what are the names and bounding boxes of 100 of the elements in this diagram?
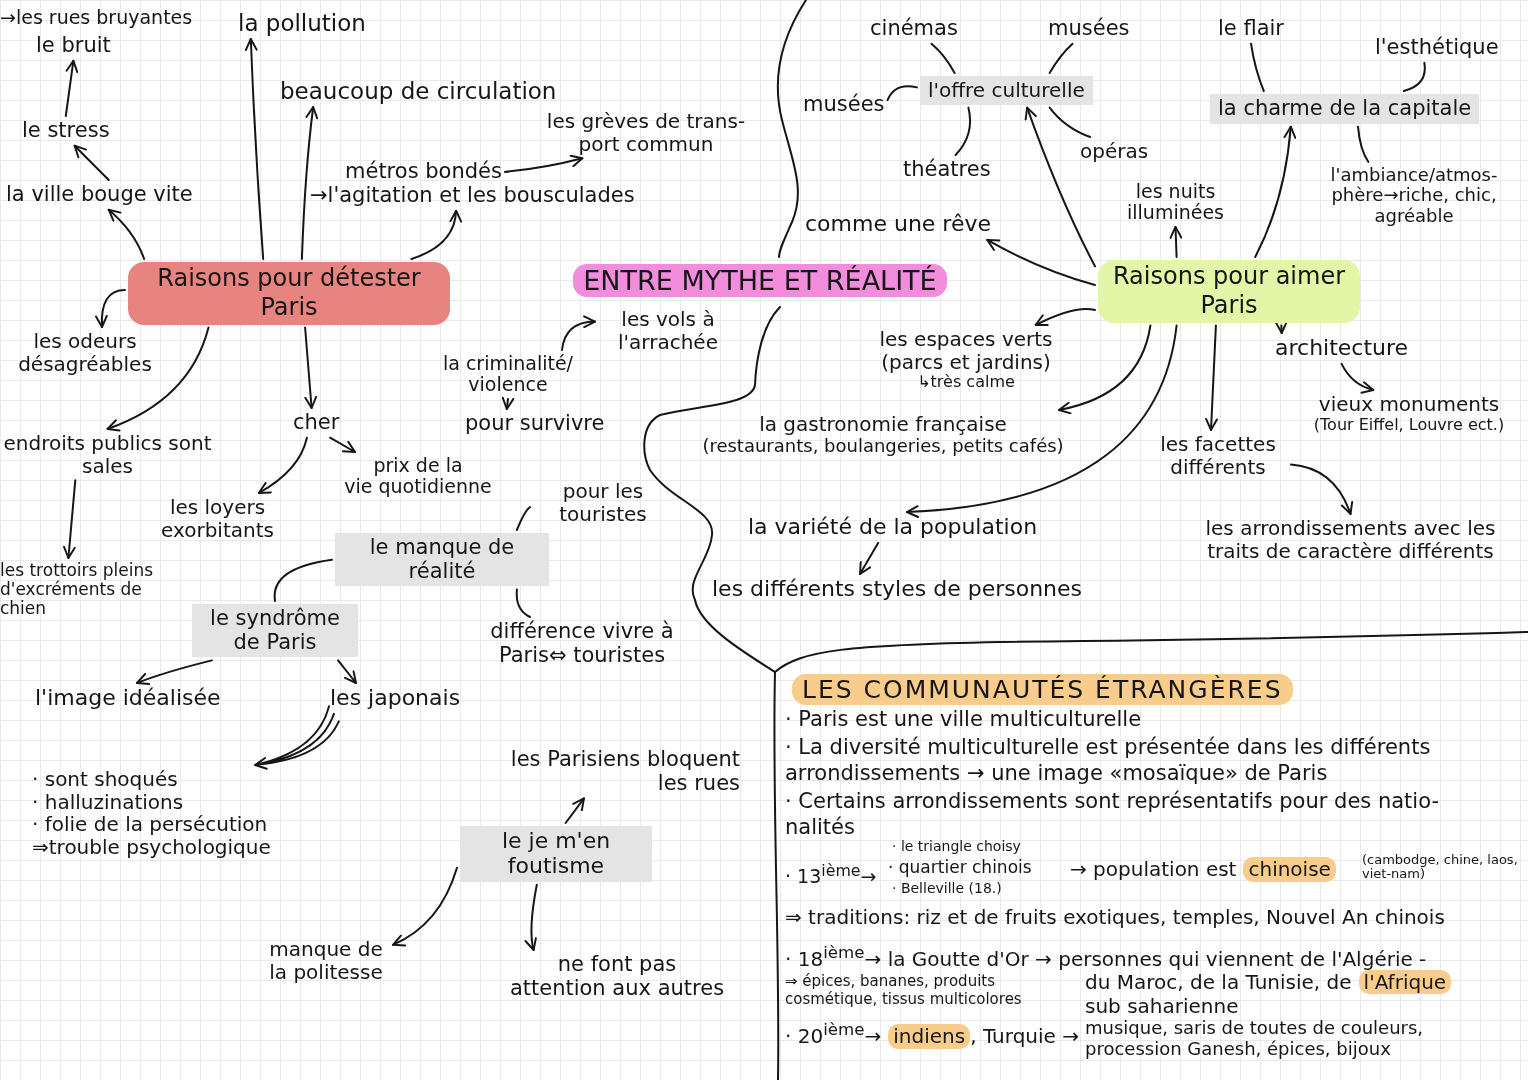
arrow	[1274, 321, 1288, 334]
idea-text: le bruit	[36, 34, 111, 58]
idea-text: les nuits illuminées	[1113, 181, 1238, 224]
idea-text: le flair	[1218, 17, 1284, 41]
idea-text: les loyers exorbitants	[135, 496, 300, 542]
arrow	[1169, 225, 1183, 258]
arrow	[1290, 463, 1353, 515]
arrow	[64, 59, 79, 117]
idea-text: l'image idéalisée	[35, 686, 221, 711]
connector-line	[930, 42, 956, 74]
note-text: · 18$^{ième}$→ la Goutte d'Or → personnes qui viennent de l'Algérie -	[785, 943, 1427, 972]
subtopic-box: le je m'en foutisme	[460, 826, 652, 882]
idea-text: les Parisiens bloquent les rues	[480, 748, 740, 796]
subtopic-box: l'offre culturelle	[920, 76, 1093, 105]
idea-text: vieux monuments (Tour Eiffel, Louvre ect.)	[1290, 393, 1528, 434]
idea-text: le stress	[22, 119, 110, 143]
idea-text: les différents styles de personnes	[712, 577, 1083, 602]
highlighted-word: chinoise	[1243, 857, 1336, 882]
subtopic-box: la charme de la capitale	[1210, 94, 1480, 124]
arrow	[1024, 106, 1096, 268]
idea-text: pour les touristes	[533, 480, 673, 526]
topic-highlight: Raisons pour détester Paris	[128, 262, 450, 325]
arrow	[501, 396, 515, 410]
note-text: · La diversité multiculturelle est présentée dans les différents arrondissements → une image «mosaïque» de Paris	[785, 734, 1432, 787]
note-text: · Belleville (18.)	[892, 880, 1002, 898]
idea-text: les japonais	[330, 686, 461, 711]
note-text: ⇒ épices, bananes, produits cosmétique, tissus multicolores	[785, 972, 1023, 1008]
connector-line	[1402, 61, 1426, 92]
arrow	[73, 144, 110, 181]
subtopic-box: le syndrôme de Paris	[192, 604, 358, 658]
idea-text: endroits publics sont sales	[0, 432, 215, 478]
note-text: →les rues bruyantes	[0, 6, 193, 30]
connector-line	[273, 558, 333, 602]
idea-text: pour survivre	[465, 412, 605, 436]
arrow	[392, 866, 458, 947]
connector-line	[954, 106, 972, 156]
arrow	[329, 436, 356, 453]
arrow	[300, 106, 319, 260]
connector-line	[1357, 125, 1370, 163]
idea-text: musées	[1048, 17, 1130, 41]
highlighted-word: l'Afrique	[1358, 970, 1452, 994]
arrow	[503, 154, 584, 173]
arrow	[136, 659, 213, 686]
arrow	[1254, 125, 1297, 258]
note-text: · 13$^{ième}$→	[785, 861, 877, 890]
idea-text: les vols à l'arrachée	[598, 308, 738, 354]
arrow	[107, 208, 146, 260]
idea-text: les trottoirs pleins d'excréments de chien	[0, 561, 190, 619]
idea-text: les arrondissements avec les traits de caractère différents	[1173, 517, 1528, 563]
connector-line	[886, 85, 918, 102]
note-text: · 20$^{ième}$→	[785, 1020, 882, 1049]
idea-text: comme une rêve	[805, 212, 991, 237]
arrow	[304, 326, 318, 409]
connector-line	[1250, 42, 1265, 92]
arrow	[95, 289, 126, 328]
idea-text: la criminalité/ violence	[418, 353, 598, 396]
idea-text: la ville bouge vite	[6, 183, 193, 207]
idea-text: métros bondés	[345, 160, 502, 184]
arrow	[410, 209, 462, 260]
subtopic-box: le manque de réalité	[335, 533, 549, 587]
idea-text: l'ambiance/atmos- phère→riche, chic, agréable	[1300, 165, 1528, 226]
idea-text: architecture	[1275, 336, 1409, 361]
idea-text: manque de la politesse	[262, 938, 390, 984]
arrow	[337, 659, 357, 684]
idea-text: les odeurs désagréables	[0, 330, 170, 376]
idea-text: cinémas	[870, 17, 958, 41]
idea-text: la variété de la population	[748, 515, 1038, 540]
idea-text: les grèves de trans- port commun	[540, 110, 752, 156]
topic-highlight: Raisons pour aimer Paris	[1098, 260, 1360, 323]
arrow	[63, 479, 77, 559]
idea-text: musées	[803, 93, 885, 117]
arrow	[106, 326, 210, 432]
arrow	[561, 315, 596, 351]
idea-text: théatres	[903, 158, 991, 182]
idea-text: →l'agitation et les bousculades	[310, 184, 635, 208]
note-text: sub saharienne	[1085, 994, 1239, 1018]
triple-arrow	[254, 705, 340, 770]
title: ENTRE MYTHE ET RÉALITÉ	[573, 264, 947, 297]
arrow	[1058, 324, 1152, 414]
note-text: · Paris est une ville multiculturelle	[785, 706, 1142, 733]
connector-line	[1048, 106, 1092, 138]
idea-text: la pollution	[238, 10, 366, 36]
idea-text: la gastronomie française (restaurants, boulangeries, petits cafés)	[663, 413, 1103, 456]
idea-text: beaucoup de circulation	[280, 78, 557, 104]
idea-text: l'esthétique	[1375, 36, 1499, 60]
note-text: ⇒ traditions: riz et de fruits exotiques, temples, Nouvel An chinois	[785, 905, 1445, 930]
idea-text: les espaces verts (parcs et jardins) ↳très calme	[850, 328, 1082, 392]
idea-text: · sont shoqués · halluzinations · folie de la persécution ⇒trouble psychologique	[32, 768, 342, 859]
arrow	[859, 541, 880, 575]
idea-text: opéras	[1080, 140, 1149, 163]
note-text: · quartier chinois	[888, 857, 1032, 879]
connector-line	[515, 588, 531, 618]
idea-text: différence vivre à Paris⇔ touristes	[452, 620, 712, 668]
arrow	[257, 436, 308, 494]
arrow	[1205, 324, 1218, 431]
idea-text: cher	[293, 411, 340, 435]
section-heading: LES COMMUNAUTÉS ÉTRANGÈRES	[792, 674, 1293, 705]
connector-line	[1048, 42, 1074, 74]
arrow	[906, 324, 1178, 518]
note-text: du Maroc, de la Tunisie, de	[1085, 970, 1352, 994]
